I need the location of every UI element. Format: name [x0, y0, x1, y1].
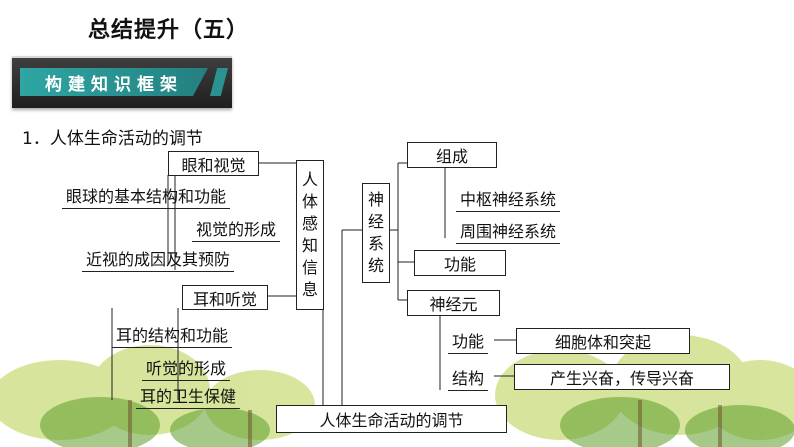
nervous-system-box: 神 经 系 统: [362, 183, 390, 283]
banner-label: 构建知识框架: [20, 68, 208, 96]
sense-char: 体: [301, 192, 318, 211]
neuron-structure-value: 产生兴奋，传导兴奋: [514, 364, 730, 390]
ear-item-structure: 耳的结构和功能: [112, 322, 233, 348]
sense-char: 信: [301, 258, 318, 277]
ear-item-hygiene: 耳的卫生保健: [136, 383, 241, 409]
composition-item-central: 中枢神经系统: [456, 186, 561, 212]
sense-char: 知: [301, 236, 318, 255]
nervous-char: 经: [367, 212, 384, 231]
sense-char: 感: [301, 214, 318, 233]
ear-hearing-box: 耳和听觉: [182, 285, 268, 310]
neuron-function-label: 功能: [448, 328, 489, 354]
sense-info-box: 人 体 感 知 信 息: [296, 160, 324, 310]
sense-char: 息: [301, 280, 318, 299]
section-banner: 构建知识框架: [12, 56, 232, 108]
sense-char: 人: [301, 170, 318, 189]
composition-box: 组成: [407, 142, 497, 168]
page-title: 总结提升（五）: [88, 18, 250, 43]
eye-item-structure: 眼球的基本结构和功能: [62, 183, 231, 209]
section-heading: 1．人体生命活动的调节: [22, 129, 203, 149]
function-box: 功能: [414, 250, 506, 276]
eye-item-vision-formation: 视觉的形成: [192, 216, 281, 242]
composition-item-peripheral: 周围神经系统: [456, 218, 561, 244]
neuron-structure-label: 结构: [448, 365, 489, 391]
nervous-char: 系: [367, 234, 384, 253]
eye-item-myopia: 近视的成因及其预防: [82, 246, 235, 272]
root-box: 人体生命活动的调节: [276, 405, 507, 433]
neuron-box: 神经元: [407, 290, 500, 316]
nervous-char: 神: [367, 190, 384, 209]
nervous-char: 统: [367, 256, 384, 275]
ear-item-hearing-formation: 听觉的形成: [142, 355, 231, 381]
neuron-function-value: 细胞体和突起: [516, 328, 690, 354]
eye-vision-box: 眼和视觉: [168, 151, 259, 176]
